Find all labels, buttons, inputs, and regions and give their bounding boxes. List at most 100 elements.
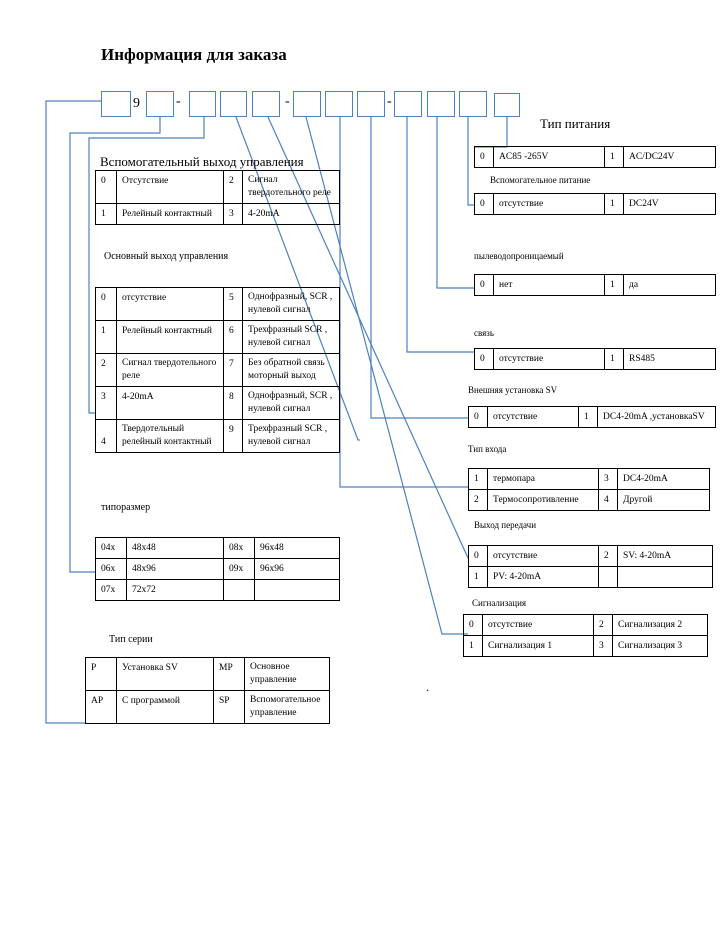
- cell: отсутствие: [482, 614, 594, 636]
- cell: Однофразный, SCR , нулевой сигнал: [242, 287, 340, 321]
- table-row: 4 Твердотельный релейный контактный 9 Тр…: [95, 419, 340, 453]
- table-row: 1 Релейный контактный 3 4-20mA: [95, 203, 340, 225]
- cell: 0: [468, 406, 488, 428]
- cell: Установка SV: [116, 657, 214, 691]
- alarm-label: Сигнализация: [472, 598, 527, 608]
- code-box-input: [325, 91, 353, 117]
- cell: отсутствие: [487, 406, 579, 428]
- cell: 04x: [95, 537, 127, 559]
- aux-power-table: 0 отсутствие 1 DC24V: [474, 193, 716, 215]
- cell: 4: [95, 419, 117, 453]
- comm-label: связь: [474, 328, 494, 338]
- cell: 4-20mA: [116, 386, 224, 420]
- cell: AP: [85, 690, 117, 724]
- cell: 4-20mA: [242, 203, 340, 225]
- cell: AC/DC24V: [623, 146, 716, 168]
- cell: 6: [223, 320, 243, 354]
- cell: 7: [223, 353, 243, 387]
- cell: отсутствие: [116, 287, 224, 321]
- cell: [223, 579, 255, 601]
- code-box-main-output: [252, 91, 280, 117]
- input-label: Тип входа: [468, 444, 507, 454]
- aux-output-label: Вспомогательный выход управления: [100, 154, 304, 169]
- cell: Вспомогательное управление: [244, 690, 330, 724]
- comm-table: 0 отсутствие 1 RS485: [474, 348, 716, 370]
- cell: 07x: [95, 579, 127, 601]
- cell: [598, 566, 618, 588]
- cell: 48x96: [126, 558, 224, 580]
- table-row: 0 отсутствие 1 DC4-20mA ,установкаSV: [468, 406, 716, 428]
- transmit-table: 0 отсутствие 2 SV: 4-20mA 1 PV: 4-20mA: [468, 545, 713, 588]
- cell: 06x: [95, 558, 127, 580]
- table-row: 3 4-20mA 8 Однофразный, SCR , нулевой си…: [95, 386, 340, 420]
- cell: [254, 579, 340, 601]
- table-row: 1 термопара 3 DC4-20mA: [468, 468, 710, 490]
- table-row: 04x 48x48 08x 96x48: [95, 537, 340, 559]
- cell: DC4-20mA: [617, 468, 710, 490]
- cell: 3: [223, 203, 243, 225]
- cell: Другой: [617, 489, 710, 511]
- cell: 2: [468, 489, 488, 511]
- aux-output-table: 0 Отсутствие 2 Сигнал твердотельного рел…: [95, 170, 340, 225]
- code-dash: -: [176, 94, 181, 109]
- cell: SV: 4-20mA: [617, 545, 713, 567]
- cell: Трехфразный SCR , нулевой сигнал: [242, 419, 340, 453]
- code-box-transmit: [394, 91, 422, 117]
- cell: Релейный контактный: [116, 320, 224, 354]
- code-box-ext-sv: [427, 91, 455, 117]
- table-row: AP С программой SP Вспомогательное управ…: [85, 690, 330, 724]
- table-row: 1 PV: 4-20mA: [468, 566, 713, 588]
- cell: 3: [598, 468, 618, 490]
- table-row: 0 AC85 -265V 1 AC/DC24V: [474, 146, 716, 168]
- table-row: 0 отсутствие 5 Однофразный, SCR , нулево…: [95, 287, 340, 321]
- table-row: 0 отсутствие 2 SV: 4-20mA: [468, 545, 713, 567]
- power-label: Тип питания: [540, 116, 611, 131]
- cell: 1: [604, 146, 624, 168]
- cell: 0: [474, 146, 494, 168]
- transmit-label: Выход передачи: [474, 520, 537, 530]
- code-box-series: [101, 91, 131, 117]
- table-row: 1 Сигнализация 1 3 Сигнализация 3: [463, 635, 708, 657]
- cell: 1: [578, 406, 598, 428]
- code-box-digit: [146, 91, 174, 117]
- cell: 2: [593, 614, 613, 636]
- cell: Без обратной связь моторный выход: [242, 353, 340, 387]
- cell: Отсутствие: [116, 170, 224, 204]
- cell: отсутствие: [493, 348, 605, 370]
- cell: DC4-20mA ,установкаSV: [597, 406, 716, 428]
- cell: термопара: [487, 468, 599, 490]
- cell: 2: [95, 353, 117, 387]
- cell: Основное управление: [244, 657, 330, 691]
- code-box-size-2: [220, 91, 247, 117]
- cell: AC85 -265V: [493, 146, 605, 168]
- cell: Сигнализация 2: [612, 614, 708, 636]
- main-output-label: Основный выход управления: [104, 251, 229, 262]
- size-label: типоразмер: [101, 502, 151, 513]
- code-box-alarm: [357, 91, 385, 117]
- power-table: 0 AC85 -265V 1 AC/DC24V: [474, 146, 716, 168]
- table-row: 0 отсутствие 1 DC24V: [474, 193, 716, 215]
- cell: 0: [95, 287, 117, 321]
- table-row: 2 Сигнал твердотельного реле 7 Без обрат…: [95, 353, 340, 387]
- cell: 2: [598, 545, 618, 567]
- table-row: 06x 48x96 09x 96x96: [95, 558, 340, 580]
- cell: 96x48: [254, 537, 340, 559]
- code-box-comm: [459, 91, 487, 117]
- cell: 0: [474, 348, 494, 370]
- cell: 9: [223, 419, 243, 453]
- series-table: P Установка SV MP Основное управление AP…: [85, 657, 330, 724]
- cell: 1: [604, 348, 624, 370]
- dustproof-label: пылеводопроницаемый: [474, 251, 564, 261]
- code-box-power: [494, 93, 520, 117]
- cell: 1: [604, 274, 624, 296]
- table-row: 0 нет 1 да: [474, 274, 716, 296]
- cell: Сигнализация 3: [612, 635, 708, 657]
- ext-sv-label: Внешняя установка SV: [468, 385, 558, 395]
- cell: 3: [95, 386, 117, 420]
- cell: 1: [468, 468, 488, 490]
- cell: отсутствие: [487, 545, 599, 567]
- cell: 4: [598, 489, 618, 511]
- cell: Трехфразный SCR , нулевой сигнал: [242, 320, 340, 354]
- cell: P: [85, 657, 117, 691]
- code-box-size-1: [189, 91, 216, 117]
